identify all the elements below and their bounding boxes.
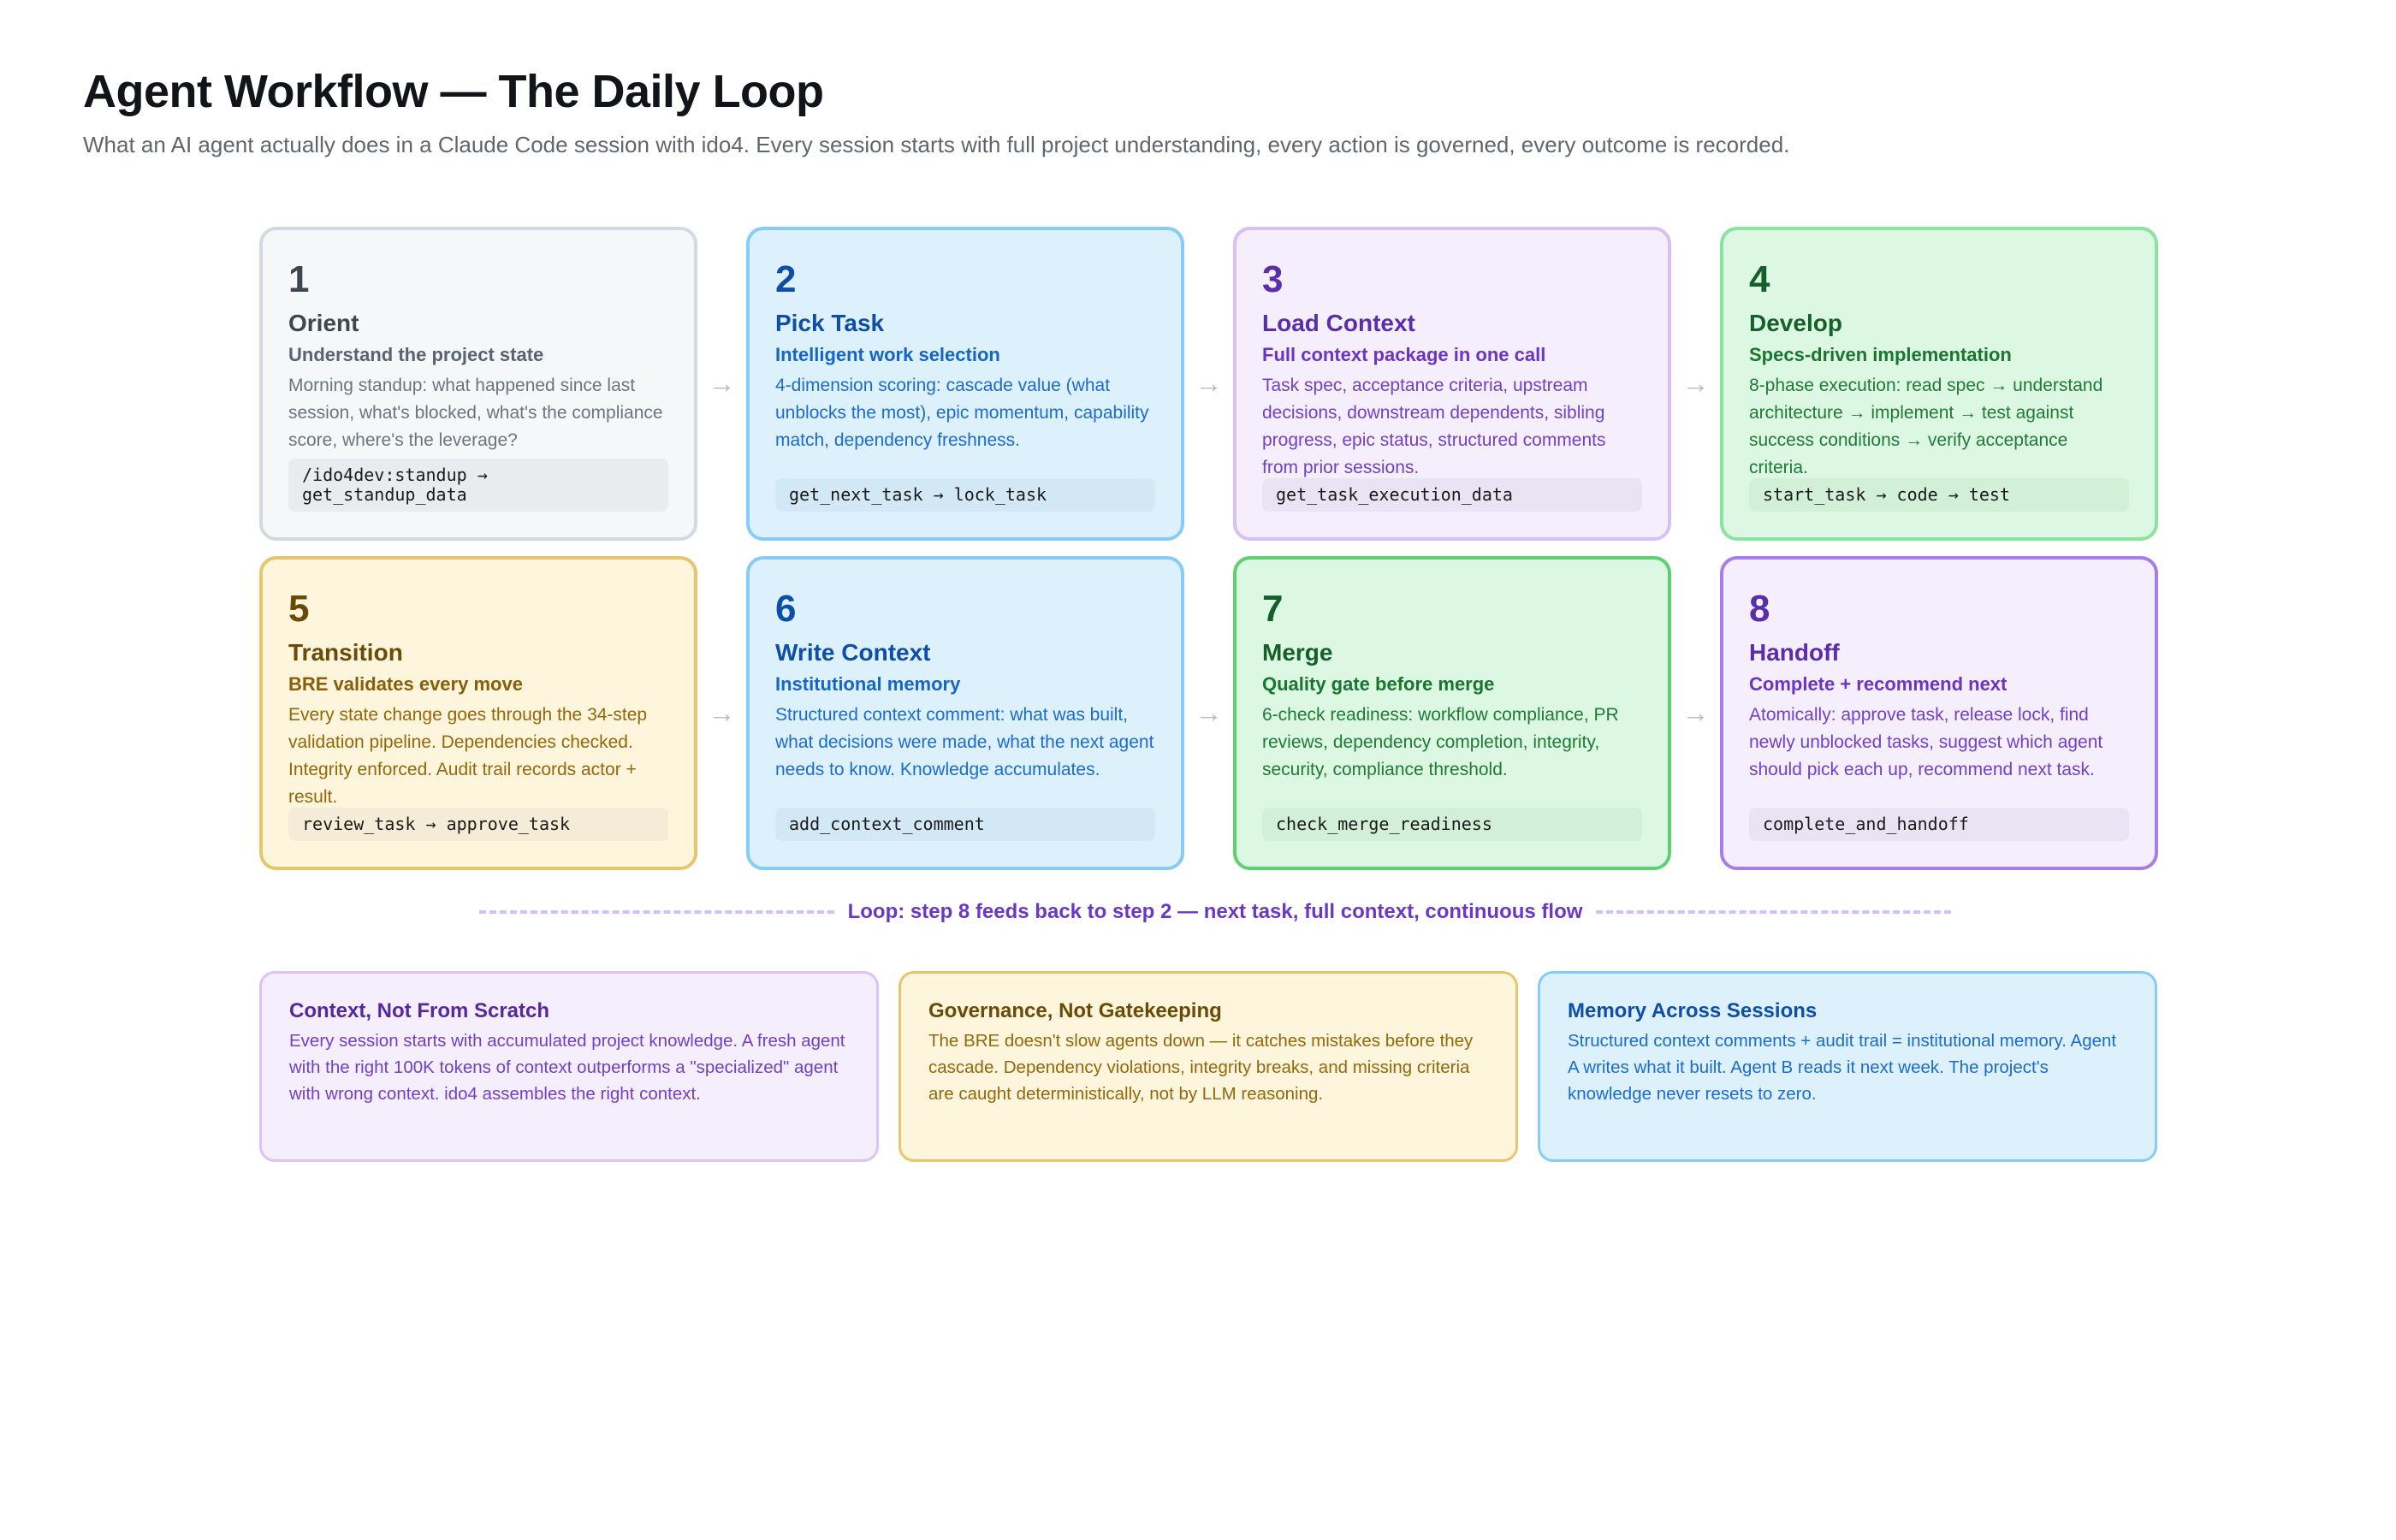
step-number: 6 — [775, 588, 797, 630]
step-card-handoff: 8 Handoff Complete + recommend next Atom… — [1720, 556, 2158, 870]
principle-title: Governance, Not Gatekeeping — [928, 999, 1222, 1022]
step-tagline: BRE validates every move — [288, 672, 523, 695]
step-number: 1 — [288, 258, 310, 300]
principle-card-memory: Memory Across Sessions Structured contex… — [1538, 971, 2157, 1162]
step-card-load-context: 3 Load Context Full context package in o… — [1233, 227, 1671, 541]
step-description: 8-phase execution: read spec → understan… — [1749, 376, 2103, 478]
step-name: Load Context — [1262, 310, 1415, 336]
step-name: Develop — [1749, 310, 1842, 336]
loop-indicator: Loop: step 8 feeds back to step 2 — next… — [479, 897, 1952, 927]
principle-description: Every session starts with accumulated pr… — [289, 1031, 845, 1105]
principles-row: Context, Not From Scratch Every session … — [259, 971, 2157, 1162]
principle-title: Context, Not From Scratch — [289, 999, 550, 1022]
step-tagline: Institutional memory — [775, 672, 961, 695]
step-card-merge: 7 Merge Quality gate before merge 6-chec… — [1233, 556, 1671, 870]
step-name: Handoff — [1749, 639, 1840, 666]
step-name: Write Context — [775, 639, 931, 666]
step-number: 8 — [1749, 588, 1770, 630]
step-card-orient: 1 Orient Understand the project state Mo… — [259, 227, 697, 541]
loop-dashed-line-left — [479, 910, 834, 914]
step-description: Every state change goes through the 34-s… — [288, 705, 648, 808]
step-number: 4 — [1749, 258, 1770, 300]
step-tagline: Full context package in one call — [1262, 343, 1546, 365]
step-number: 2 — [775, 258, 797, 300]
workflow-steps-grid: 1 Orient Understand the project state Mo… — [259, 227, 2158, 870]
step-description: Atomically: approve task, release lock, … — [1749, 705, 2103, 780]
step-code: add_context_comment — [775, 808, 1155, 841]
step-name: Transition — [288, 639, 403, 666]
step-card-develop: 4 Develop Specs-driven implementation 8-… — [1720, 227, 2158, 541]
step-description: Structured context comment: what was bui… — [775, 705, 1154, 780]
principle-card-governance: Governance, Not Gatekeeping The BRE does… — [898, 971, 1518, 1162]
step-number: 7 — [1262, 588, 1284, 630]
principle-card-context: Context, Not From Scratch Every session … — [259, 971, 879, 1162]
step-code: check_merge_readiness — [1262, 808, 1642, 841]
step-number: 3 — [1262, 258, 1284, 300]
arrow-right-icon: → — [1681, 368, 1710, 399]
arrow-right-icon: → — [1195, 368, 1223, 399]
page-subtitle: What an AI agent actually does in a Clau… — [83, 132, 1790, 157]
step-name: Pick Task — [775, 310, 885, 336]
arrow-right-icon: → — [1681, 697, 1710, 728]
step-tagline: Quality gate before merge — [1262, 672, 1495, 695]
loop-text: Loop: step 8 feeds back to step 2 — next… — [847, 900, 1583, 923]
step-tagline: Complete + recommend next — [1749, 672, 2008, 695]
step-tagline: Specs-driven implementation — [1749, 343, 2012, 365]
step-card-transition: 5 Transition BRE validates every move Ev… — [259, 556, 697, 870]
step-name: Merge — [1262, 639, 1333, 666]
step-description: Task spec, acceptance criteria, upstream… — [1262, 376, 1606, 478]
step-code: /ido4dev:standup →get_standup_data — [288, 459, 668, 512]
step-card-pick-task: 2 Pick Task Intelligent work selection 4… — [746, 227, 1184, 541]
loop-dashed-line-right — [1596, 910, 1952, 914]
principle-description: The BRE doesn't slow agents down — it ca… — [928, 1031, 1474, 1105]
step-description: Morning standup: what happened since las… — [288, 376, 663, 451]
step-description: 6-check readiness: workflow compliance, … — [1262, 705, 1619, 780]
arrow-right-icon: → — [1195, 697, 1223, 728]
arrow-right-icon: → — [708, 368, 736, 399]
step-code: start_task → code → test — [1749, 478, 2129, 512]
step-tagline: Understand the project state — [288, 343, 544, 365]
step-description: 4-dimension scoring: cascade value (what… — [775, 376, 1149, 451]
step-tagline: Intelligent work selection — [775, 343, 1000, 365]
principle-title: Memory Across Sessions — [1568, 999, 1818, 1022]
step-code: complete_and_handoff — [1749, 808, 2129, 841]
step-card-write-context: 6 Write Context Institutional memory Str… — [746, 556, 1184, 870]
principle-description: Structured context comments + audit trai… — [1568, 1031, 2117, 1105]
step-code: get_next_task → lock_task — [775, 478, 1155, 512]
step-name: Orient — [288, 310, 359, 336]
step-number: 5 — [288, 588, 310, 630]
step-code: get_task_execution_data — [1262, 478, 1642, 512]
arrow-right-icon: → — [708, 697, 736, 728]
step-code: review_task → approve_task — [288, 808, 668, 841]
page-title: Agent Workflow — The Daily Loop — [83, 66, 824, 117]
